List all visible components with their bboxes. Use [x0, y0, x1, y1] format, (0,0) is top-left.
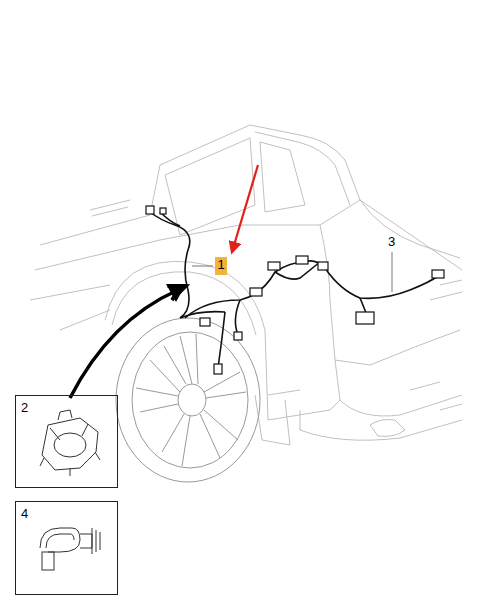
part-2-clip	[40, 410, 100, 476]
callout-number: 4	[21, 506, 112, 521]
callout-number: 1	[216, 257, 226, 272]
callout-number: 2	[21, 400, 112, 415]
pointer-arrow	[232, 165, 258, 252]
inset-frame: 4	[15, 501, 118, 595]
leader-line	[392, 252, 393, 292]
callout-number: 3	[387, 234, 396, 249]
inset-arrowhead	[166, 284, 186, 302]
car-outline	[30, 125, 462, 445]
leader-line	[192, 266, 213, 267]
inset-arrow	[70, 286, 186, 398]
harness-connectors	[146, 206, 444, 374]
callout-number-highlight: 1	[215, 257, 227, 275]
inset-frame: 2	[15, 395, 118, 488]
rear-wheel	[116, 318, 260, 482]
part-4-clip	[40, 528, 100, 570]
wiring-harness	[150, 212, 438, 368]
